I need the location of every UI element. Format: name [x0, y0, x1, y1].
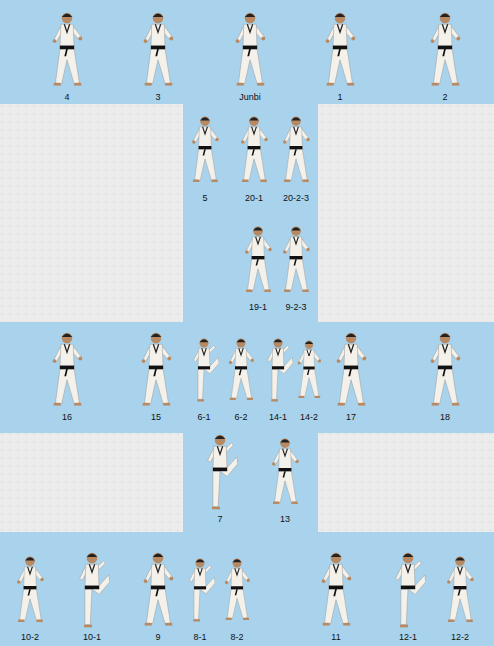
step-label: 8-2: [230, 632, 243, 643]
step-label: 11: [331, 632, 340, 643]
step-label: 13: [280, 514, 290, 525]
step-label: 9: [155, 632, 160, 643]
step-label: 12-2: [451, 632, 469, 643]
step-label: 18: [440, 412, 450, 423]
step-label: 6-1: [197, 412, 210, 423]
step-label: 3: [155, 92, 160, 103]
step-label: 8-1: [193, 632, 206, 643]
step-label: 17: [346, 412, 356, 423]
step-label: 5: [202, 193, 207, 204]
step-label: 4: [64, 92, 69, 103]
step-label: 6-2: [234, 412, 247, 423]
step-label: 9-2-3: [285, 302, 306, 313]
step-label: 20-2-3: [283, 193, 309, 204]
step-label: 14-1: [269, 412, 287, 423]
step-label: 16: [62, 412, 72, 423]
step-label: 14-2: [300, 412, 318, 423]
step-label: 10-2: [21, 632, 39, 643]
step-label: Junbi: [239, 92, 261, 103]
step-label: 12-1: [399, 632, 417, 643]
step-label: 2: [442, 92, 447, 103]
step-label: 15: [151, 412, 161, 423]
step-label: 20-1: [245, 193, 263, 204]
step-label: 10-1: [83, 632, 101, 643]
step-label: 7: [217, 514, 222, 525]
step-label: 19-1: [249, 302, 267, 313]
step-label: 1: [337, 92, 342, 103]
